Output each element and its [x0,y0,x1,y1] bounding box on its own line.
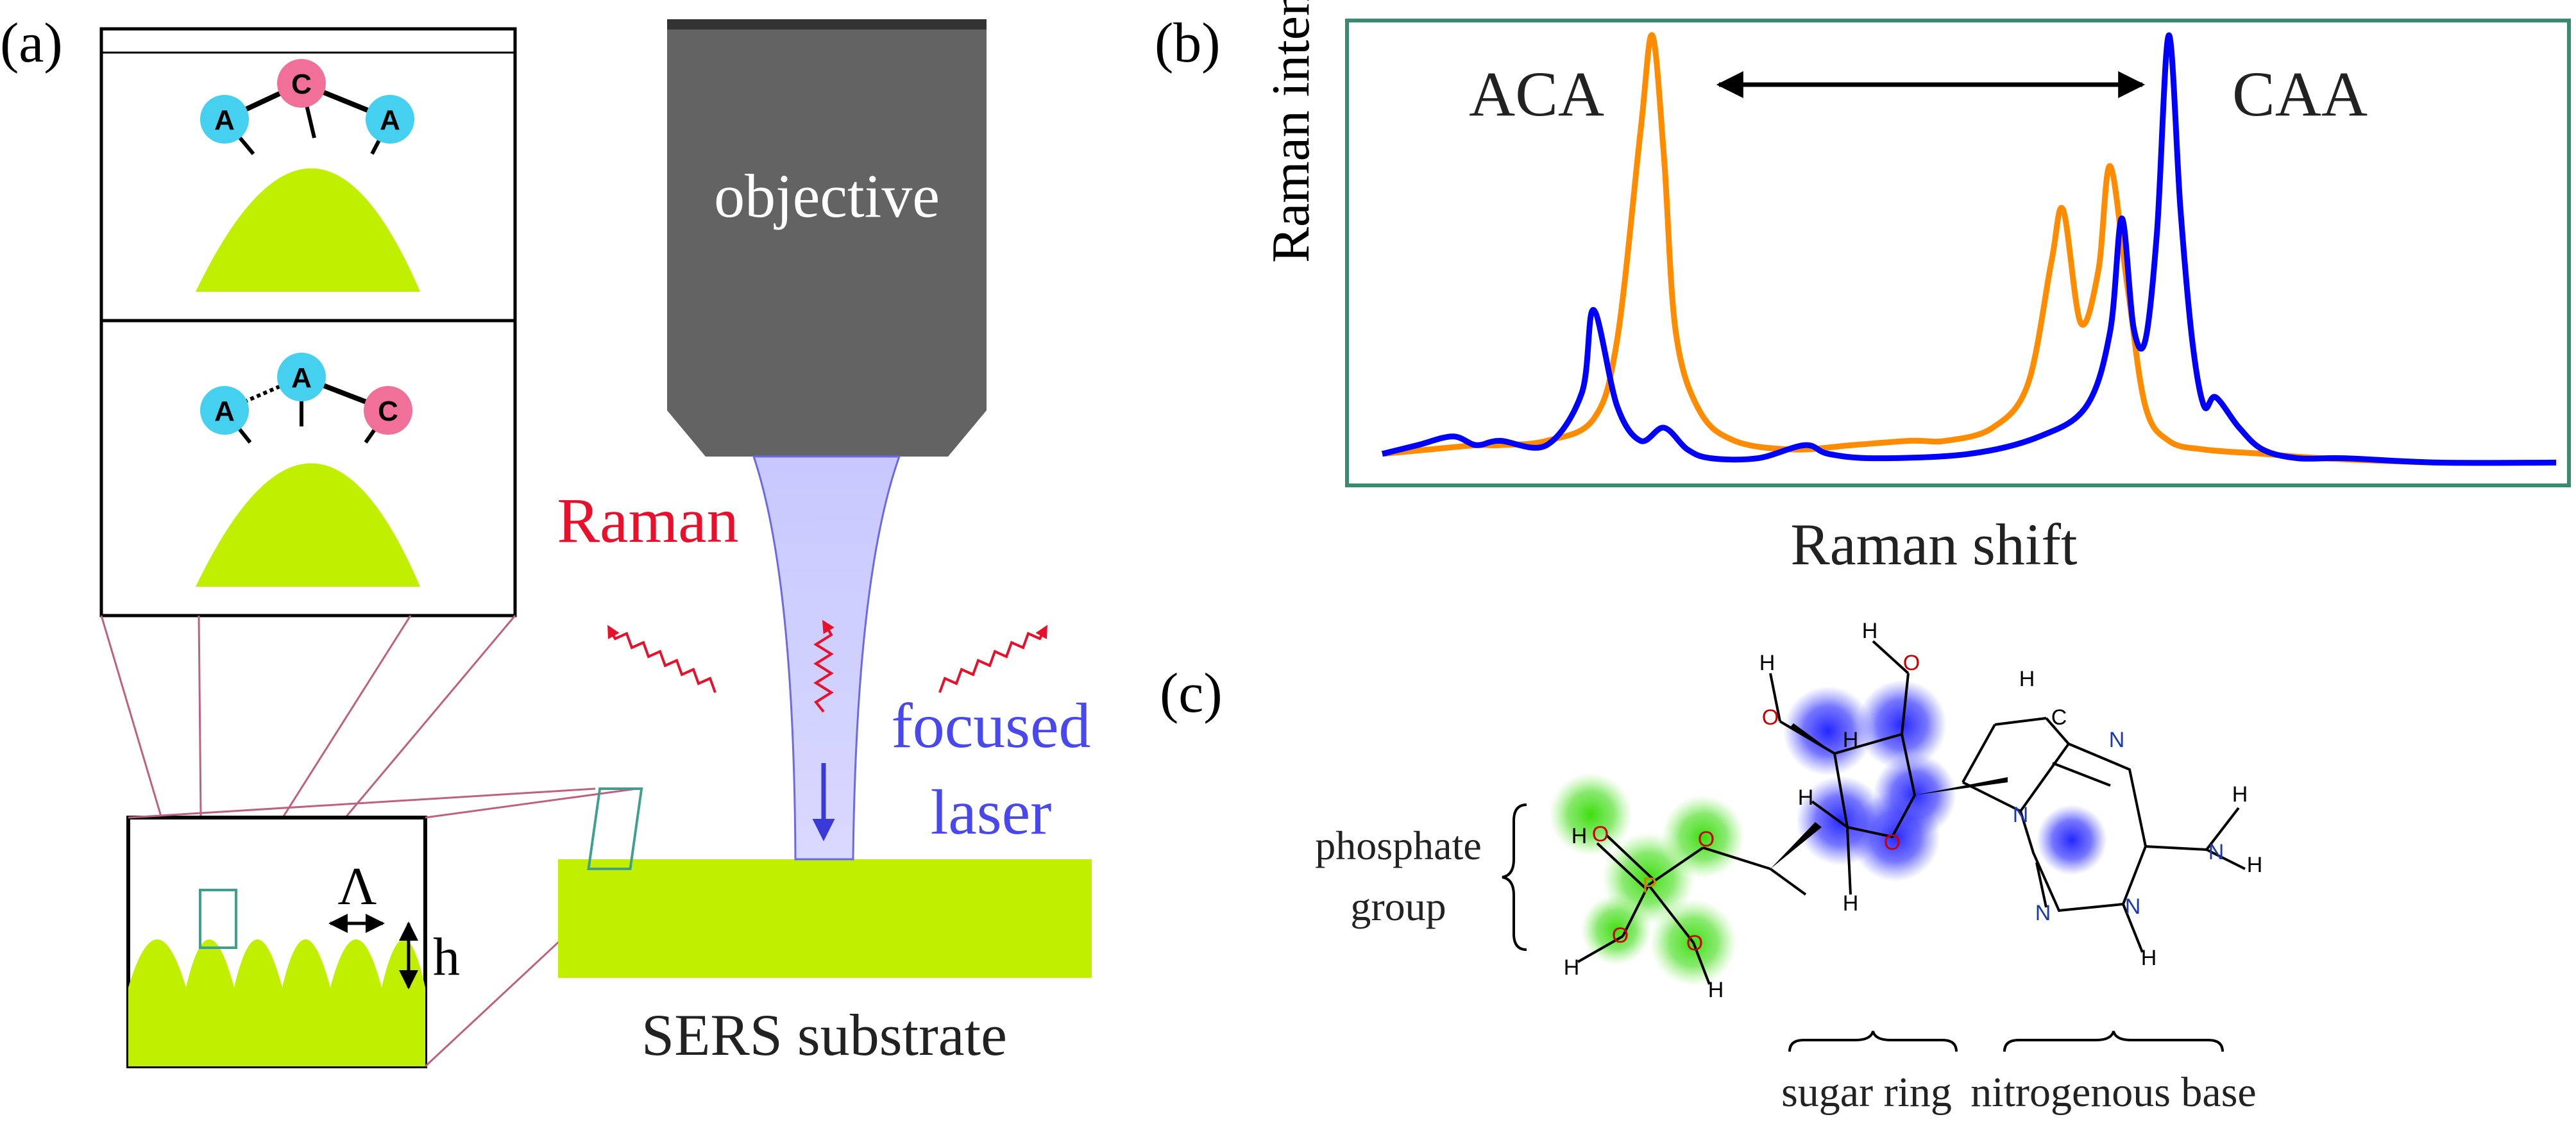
base-c [364,386,412,435]
raman-wave-left [607,625,716,693]
zoom-marker [199,889,237,949]
atom-n: N [2035,901,2051,925]
molecule-aac: A A C [200,353,412,444]
spectra [1381,32,2557,466]
objective-label: objective [714,162,940,230]
atom-h: H [2247,853,2263,877]
panel-label-b: (b) [1155,12,1221,74]
base-label-text: nitrogenous base [1970,1069,2256,1116]
objective: objective [667,19,987,457]
atom-labels: H O P O O O H H O H O H H H H O N C H N … [1564,619,2263,1002]
atom-h: H [2141,946,2157,970]
plot-frame [1345,19,2571,487]
panel-label-a: (a) [0,12,63,74]
height-symbol: h [433,927,460,987]
atom-o: O [1884,830,1901,855]
atom-o: O [1698,827,1715,852]
base-brace [2003,1030,2224,1052]
hash-bond [1790,723,1835,753]
nanopillar-bottom [196,463,420,587]
base-label: A [380,105,400,136]
annotation-caa: CAA [2232,58,2368,130]
wedge-bond [1915,777,2008,795]
phosphate-label-line2: group [1350,884,1446,929]
base-label: C [378,396,398,427]
base-a [277,353,326,401]
atom-n: N [2109,728,2125,752]
atom-h: H [1862,619,1878,643]
base-label: A [214,105,235,136]
sugar-label: sugar ring [1781,1069,1952,1116]
atom-o: O [1762,705,1779,730]
base-label: A [214,396,235,427]
laser-label-line1: focused [892,690,1091,761]
atom-n: N [2125,895,2141,919]
molecule-aca: A C A [200,59,414,155]
wedge-bond [1770,822,1822,869]
base-highlight [2037,805,2107,875]
nanopillar-top [196,168,420,292]
atom-h: H [2019,667,2035,691]
raman-label: Raman [557,485,738,556]
atom-o: O [1903,651,1920,675]
atom-o: O [1592,822,1609,846]
atom-n: N [2208,840,2224,864]
atom-h: H [1759,651,1775,675]
phosphate-label-line1: phosphate [1315,823,1482,868]
laser-label-line2: laser [931,777,1052,848]
spectrum-aca [1382,32,2557,466]
base-a [366,95,414,144]
base-c [277,59,326,108]
raman-wave-center [813,619,835,713]
substrate-cross-section: Λ h [126,816,460,1068]
atom-n: N [2013,803,2029,827]
annotation-aca: ACA [1469,58,1604,130]
atom-o: O [1686,931,1703,955]
atom-h: H [2232,782,2248,807]
sugar-highlight [1783,680,1956,882]
atom-h: H [1708,978,1724,1002]
pillar-array [128,939,425,1066]
atom-h: H [1572,824,1588,848]
substrate-zoom-marker [587,787,643,870]
period-symbol: Λ [338,857,377,916]
x-axis-label: Raman shift [1790,512,2078,577]
raman-wave-right [938,625,1047,693]
spectrum-caa [1381,32,2557,466]
atom-h: H [1798,786,1814,810]
atom-p: P [1643,873,1657,898]
sers-substrate [558,859,1092,978]
phosphate-brace [1502,803,1527,951]
sequence-zoom-box: A C A A A C [99,27,517,618]
substrate-label: SERS substrate [641,1002,1007,1068]
atom-h: H [1843,728,1859,752]
atom-o: O [1612,923,1629,948]
y-axis-label: Raman intensity [1261,0,1321,263]
base-label: C [291,69,312,100]
base-a [200,386,249,435]
atom-c: C [2051,705,2067,730]
atom-h: H [1843,891,1859,916]
base-label: A [291,362,312,394]
panel-label-c: (c) [1160,662,1223,725]
base-a [200,95,249,144]
atom-h: H [1564,955,1580,980]
sugar-brace [1788,1030,1958,1052]
